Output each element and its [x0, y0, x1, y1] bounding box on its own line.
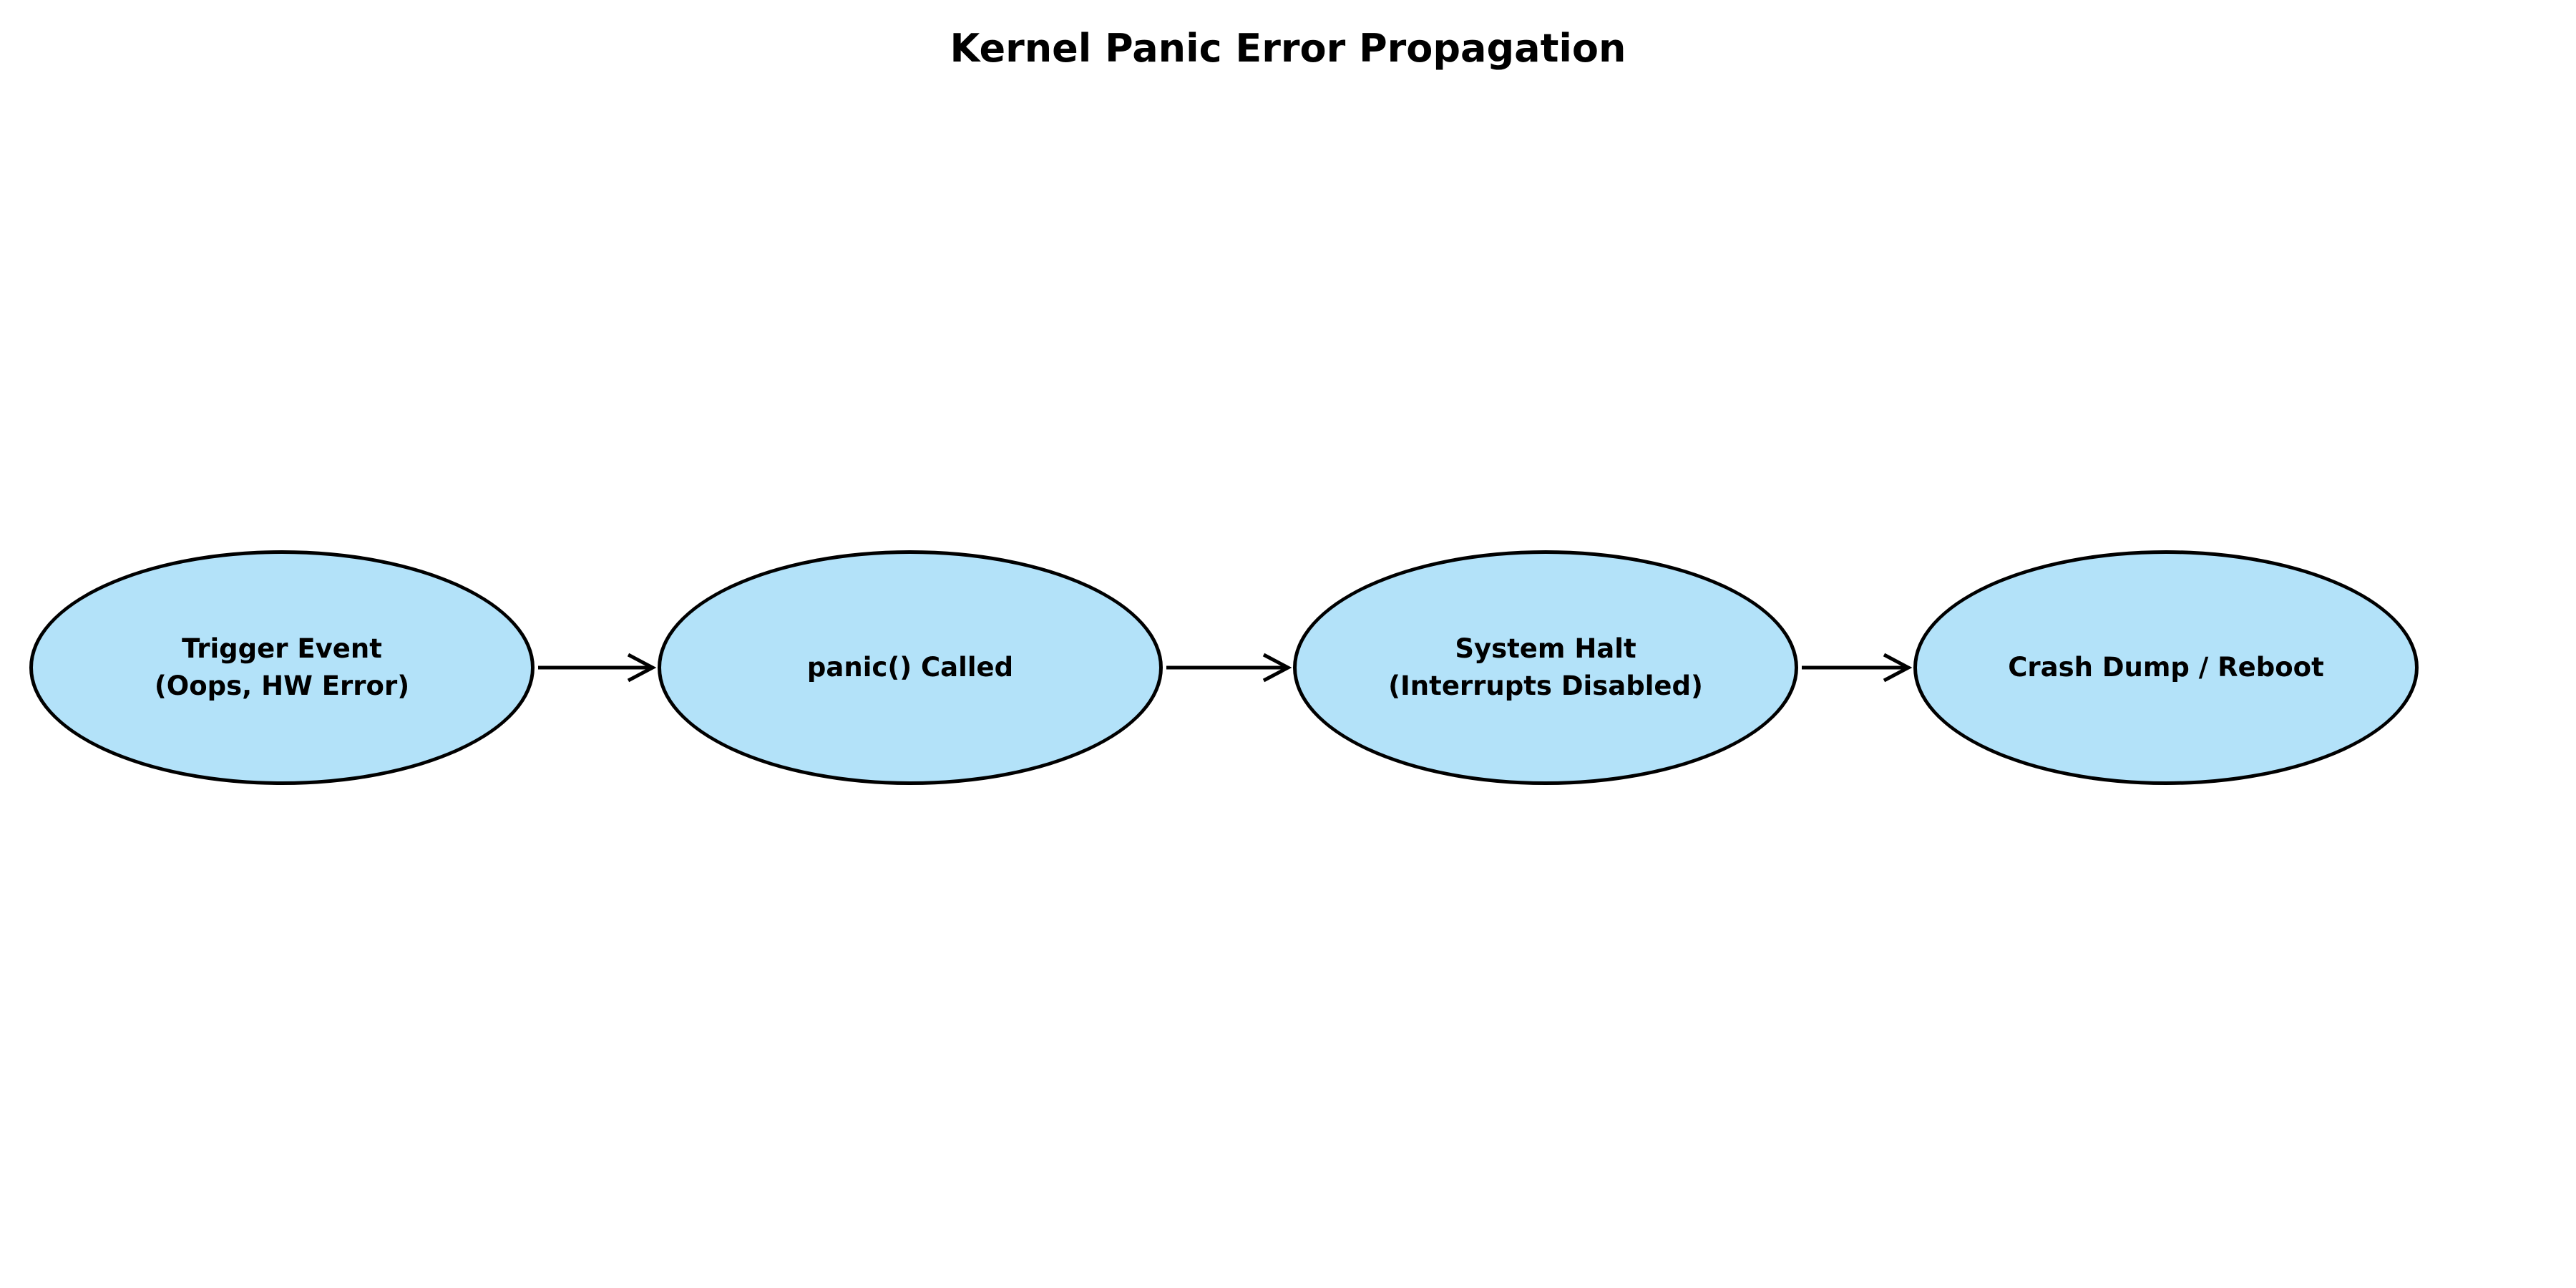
node-crash-dump-label: Crash Dump / Reboot: [2008, 652, 2324, 683]
node-crash-dump: Crash Dump / Reboot: [1913, 550, 2419, 785]
node-system-halt-label: System Halt (Interrupts Disabled): [1388, 633, 1703, 701]
node-system-halt: System Halt (Interrupts Disabled): [1293, 550, 1798, 785]
node-trigger-event: Trigger Event (Oops, HW Error): [29, 550, 535, 785]
node-panic-called: panic() Called: [658, 550, 1163, 785]
node-panic-called-label: panic() Called: [806, 652, 1014, 683]
page-title: Kernel Panic Error Propagation: [950, 26, 1626, 71]
node-trigger-event-label: Trigger Event (Oops, HW Error): [154, 633, 410, 701]
